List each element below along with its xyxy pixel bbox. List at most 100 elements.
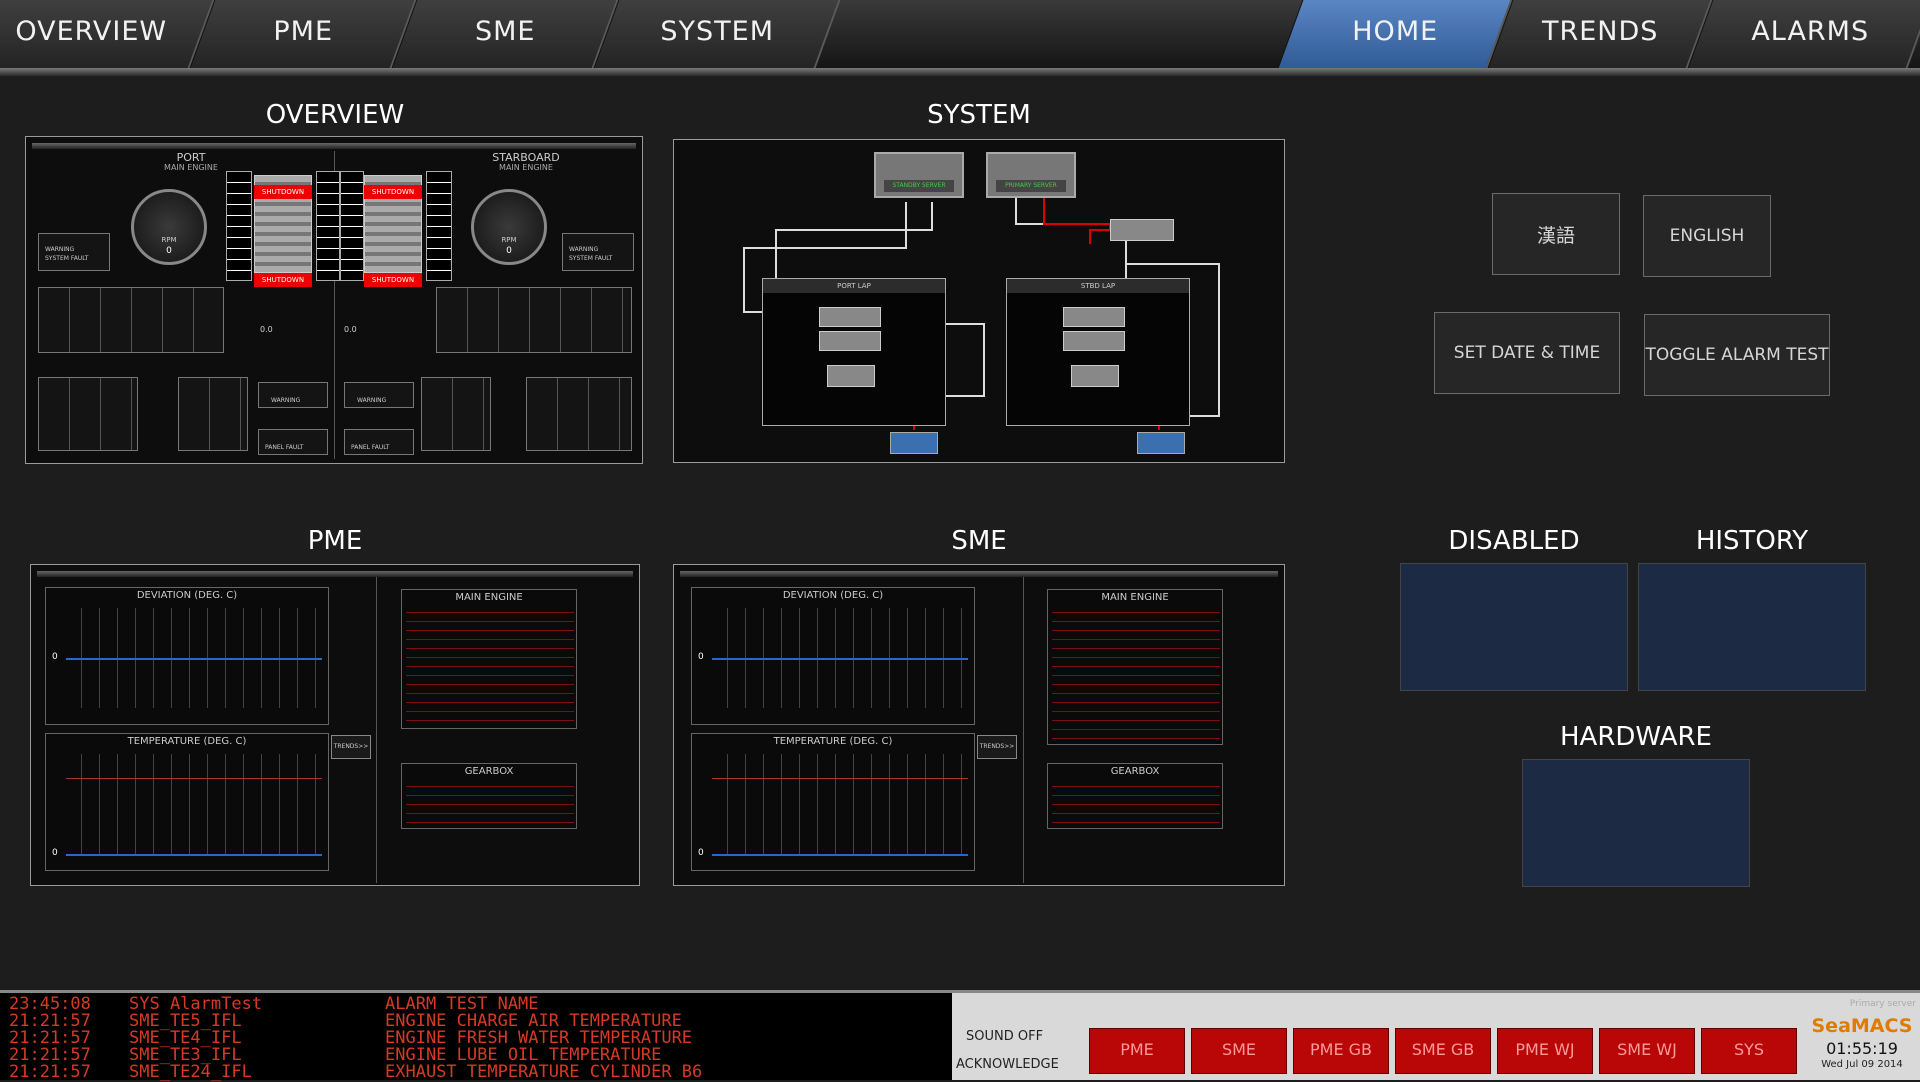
pme-thumbnail[interactable]: DEVIATION (DEG. C) 0 TEMPERATURE (DEG. C…	[30, 564, 640, 886]
divider	[376, 577, 377, 883]
panel-header-bar	[32, 143, 636, 149]
chart-title: TEMPERATURE (DEG. C)	[127, 736, 247, 747]
pme-temperature-chart: TEMPERATURE (DEG. C) 0	[45, 733, 329, 871]
section-title-hardware: HARDWARE	[1560, 722, 1712, 752]
alarm-tag: SME_TE5_IFL	[129, 1011, 242, 1031]
panel-fault-box: PANEL FAULT	[344, 429, 414, 455]
group-pme-gb-button[interactable]: PME GB	[1293, 1028, 1389, 1074]
divider	[334, 151, 335, 459]
rpm-label: RPM	[501, 236, 517, 244]
tab-sme[interactable]: SME	[391, 0, 619, 68]
clock-time: 01:55:19	[1826, 1039, 1898, 1058]
acknowledge-button[interactable]: ACKNOWLEDGE	[956, 1057, 1059, 1072]
alarm-list-rows	[406, 780, 574, 824]
alarm-tag: SME_TE4_IFL	[129, 1028, 242, 1048]
deviation-baseline	[66, 658, 322, 660]
sound-off-button[interactable]: SOUND OFF	[966, 1029, 1044, 1044]
alarm-time: 21:21:57	[9, 1045, 91, 1065]
chart-grid	[710, 754, 970, 854]
stbd-module-3	[1071, 365, 1119, 387]
section-title-sme: SME	[951, 526, 1007, 556]
tab-home[interactable]: HOME	[1277, 0, 1513, 68]
hardware-tile[interactable]	[1522, 759, 1750, 887]
top-nav: OVERVIEW PME SME SYSTEM HOME TRENDS ALAR…	[0, 0, 1920, 68]
toggle-alarm-test-button[interactable]: TOGGLE ALARM TEST	[1644, 314, 1830, 396]
set-date-time-button[interactable]: SET DATE & TIME	[1434, 312, 1620, 394]
tab-label: ALARMS	[1751, 16, 1870, 47]
alarm-time: 21:21:57	[9, 1062, 91, 1082]
starboard-gauge-row-2a	[421, 377, 491, 451]
sme-thumbnail[interactable]: DEVIATION (DEG. C) 0 TEMPERATURE (DEG. C…	[673, 564, 1285, 886]
port-warning-box: WARNING SYSTEM FAULT	[38, 233, 110, 271]
group-pme-button[interactable]: PME	[1089, 1028, 1185, 1074]
tab-pme[interactable]: PME	[189, 0, 417, 68]
gearbox-warning-box: WARNING	[258, 382, 328, 408]
alarm-list-rows	[406, 606, 574, 724]
rpm-label: RPM	[161, 236, 177, 244]
stbd-lap-label: STBD LAP	[1007, 279, 1189, 293]
tab-system[interactable]: SYSTEM	[593, 0, 841, 68]
network-switch	[1110, 219, 1174, 241]
chart-title: TEMPERATURE (DEG. C)	[773, 736, 893, 747]
pme-trends-button[interactable]: TRENDS>>	[331, 735, 371, 759]
starboard-shutdown-badge-lower: SHUTDOWN	[364, 273, 422, 287]
sme-main-engine-list: MAIN ENGINE	[1047, 589, 1223, 745]
section-title-system: SYSTEM	[927, 100, 1031, 130]
alarm-tag: SYS AlarmTest	[129, 994, 263, 1014]
alarm-description: ALARM TEST NAME	[385, 994, 539, 1014]
disabled-tile[interactable]	[1400, 563, 1628, 691]
language-english-button[interactable]: ENGLISH	[1643, 195, 1771, 277]
port-shutdown-badge: SHUTDOWN	[254, 185, 312, 199]
server-2-status: PRIMARY SERVER	[996, 180, 1066, 192]
panel-header-bar	[680, 571, 1278, 577]
server-2: PRIMARY SERVER	[986, 152, 1076, 198]
overview-thumbnail[interactable]: PORT MAIN ENGINE STARBOARD MAIN ENGINE R…	[25, 136, 643, 464]
system-fault-label: SYSTEM FAULT	[45, 255, 89, 262]
alarm-description: ENGINE LUBE OIL TEMPERATURE	[385, 1045, 662, 1065]
starboard-exhaust-column-b	[426, 171, 452, 281]
tab-alarms[interactable]: ALARMS	[1687, 0, 1920, 68]
group-sme-button[interactable]: SME	[1191, 1028, 1287, 1074]
port-actuator-value: 0.0	[260, 325, 273, 334]
system-thumbnail[interactable]: STANDBY SERVER PRIMARY SERVER PORT LAP S…	[673, 139, 1285, 463]
history-tile[interactable]	[1638, 563, 1866, 691]
server-1-status: STANDBY SERVER	[884, 180, 954, 192]
group-sme-gb-button[interactable]: SME GB	[1395, 1028, 1491, 1074]
sme-trends-button[interactable]: TRENDS>>	[977, 735, 1017, 759]
temperature-limit-line	[66, 778, 322, 779]
port-exhaust-column-a	[226, 171, 252, 281]
pme-deviation-chart: DEVIATION (DEG. C) 0	[45, 587, 329, 725]
starboard-actuator-value: 0.0	[344, 325, 357, 334]
gearbox-warning-box: WARNING	[344, 382, 414, 408]
group-sme-wj-button[interactable]: SME WJ	[1599, 1028, 1695, 1074]
port-rpm-gauge: RPM 0	[131, 189, 207, 265]
list-title: MAIN ENGINE	[1101, 592, 1169, 603]
port-gauge-row-1	[38, 287, 224, 353]
starboard-exhaust-column-a	[340, 171, 364, 281]
group-pme-wj-button[interactable]: PME WJ	[1497, 1028, 1593, 1074]
primary-server-label: Primary server	[1849, 999, 1916, 1009]
chart-title: DEVIATION (DEG. C)	[782, 590, 884, 601]
section-title-pme: PME	[307, 526, 363, 556]
group-sys-button[interactable]: SYS	[1701, 1028, 1797, 1074]
port-device	[890, 432, 938, 454]
section-title-disabled: DISABLED	[1448, 526, 1580, 556]
starboard-engine-label: MAIN ENGINE	[499, 163, 553, 172]
stbd-lap-box: STBD LAP	[1006, 278, 1190, 426]
tab-label: PME	[273, 16, 334, 47]
alarm-list-rows	[1052, 606, 1220, 740]
tab-label: TRENDS	[1541, 16, 1659, 47]
tab-trends[interactable]: TRENDS	[1487, 0, 1713, 68]
zero-label: 0	[52, 652, 58, 662]
starboard-rpm-gauge: RPM 0	[471, 189, 547, 265]
tab-overview[interactable]: OVERVIEW	[0, 0, 215, 68]
pme-main-engine-list: MAIN ENGINE	[401, 589, 577, 729]
language-chinese-button[interactable]: 漢語	[1492, 193, 1620, 275]
list-title: MAIN ENGINE	[455, 592, 523, 603]
